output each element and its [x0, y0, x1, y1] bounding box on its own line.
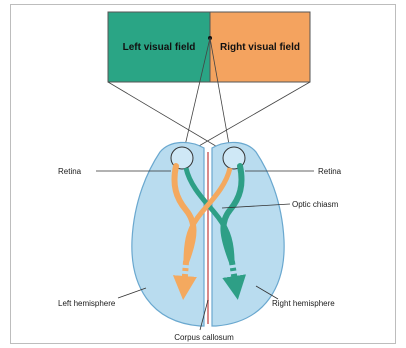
optic-chiasm-label: Optic chiasm: [292, 200, 339, 209]
left-hemisphere-label: Left hemisphere: [58, 299, 116, 308]
retina-right-label: Retina: [318, 167, 342, 176]
left-visual-field-label: Left visual field: [123, 42, 196, 53]
right-hemisphere-label: Right hemisphere: [272, 299, 335, 308]
corpus-callosum-label: Corpus callosum: [174, 333, 234, 342]
retina-left-label: Retina: [58, 167, 82, 176]
right-visual-field-label: Right visual field: [220, 42, 300, 53]
